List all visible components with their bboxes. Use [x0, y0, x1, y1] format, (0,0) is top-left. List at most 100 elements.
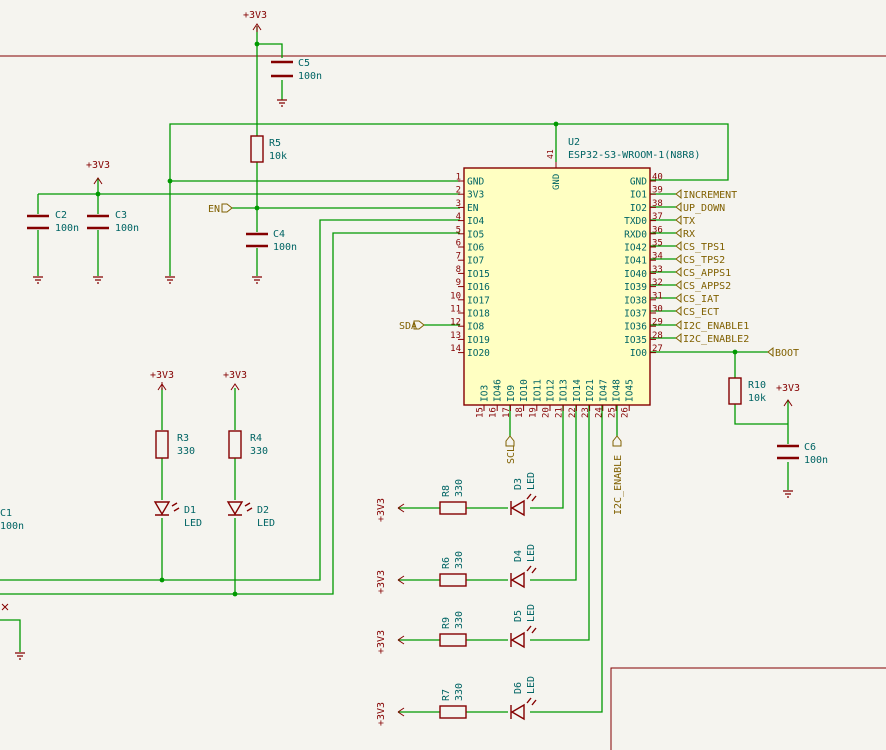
r4-value: 330: [250, 446, 268, 457]
u2-pin-number: 23: [581, 407, 591, 418]
r9-value: 330: [454, 611, 465, 629]
hier-label-cs-iat[interactable]: CS_IAT: [675, 292, 719, 305]
hier-label-tx[interactable]: TX: [675, 214, 695, 227]
power-symbol-3v3-r3: +3V3: [150, 370, 174, 391]
ground-icon: [277, 99, 287, 107]
u2-pin-number: 17: [502, 407, 512, 418]
junction-dot: [232, 591, 238, 597]
hier-label-en[interactable]: EN: [208, 203, 233, 215]
u2-pin-9: 9 IO16: [456, 278, 491, 293]
u2-pin-number: 18: [515, 407, 525, 418]
hier-label-cs-tps2[interactable]: CS_TPS2: [675, 253, 725, 266]
u2-pin-name: IO39: [624, 282, 647, 293]
c2-ref: C2: [55, 210, 67, 221]
junction-dot: [732, 349, 738, 355]
u2-pin-number: 7: [456, 252, 461, 262]
u2-pin-number: 21: [555, 407, 565, 418]
u2-pin-name: IO16: [467, 282, 490, 293]
hier-label-up-down[interactable]: UP_DOWN: [675, 201, 725, 214]
u2-pin-name: IO1: [630, 190, 647, 201]
u2-pin-name: EN: [467, 203, 479, 214]
u2-pin-name: IO11: [532, 379, 543, 402]
hier-label-boot[interactable]: BOOT: [767, 346, 799, 359]
hier-label-i2c-enable[interactable]: I2C_ENABLE: [612, 435, 624, 515]
hier-label-i2c-enable2[interactable]: I2C_ENABLE2: [675, 332, 749, 345]
u2-pin-number: 9: [456, 278, 461, 288]
d6-ref: D6: [513, 682, 524, 694]
u2-pin-name: IO35: [624, 335, 647, 346]
u2-pin-number: 2: [456, 186, 461, 196]
u2-pin-number: 15: [476, 407, 486, 418]
power-symbol-3v3-d5: +3V3: [376, 630, 405, 654]
u2-pin-number: 37: [652, 212, 663, 222]
hier-label-text: SDA: [399, 321, 417, 332]
u2-pin-number: 22: [568, 407, 578, 418]
u2-pin-name: IO40: [624, 269, 647, 280]
u2-pin-number: 29: [652, 318, 663, 328]
d1-led-icon: [153, 501, 180, 516]
r8-value: 330: [454, 479, 465, 497]
hier-label-cs-apps1[interactable]: CS_APPS1: [675, 266, 731, 279]
hier-label-i2c-enable1[interactable]: I2C_ENABLE1: [675, 319, 749, 332]
power-label: +3V3: [223, 370, 247, 381]
title-block-frame: [610, 667, 886, 750]
d2-ref: D2: [257, 505, 269, 516]
d4-led-icon: [510, 565, 537, 589]
d5-ref: D5: [513, 610, 524, 622]
u2-pin-name: GND: [630, 177, 647, 188]
d5-value: LED: [526, 604, 537, 622]
u2-bottom-pins: 15IO316IO4617IO918IO1019IO1120IO1221IO13…: [476, 379, 636, 418]
u2-pin-name: IO45: [625, 379, 636, 402]
u2-pin-number: 39: [652, 186, 663, 196]
u2-pin-number: 3: [456, 199, 461, 209]
u2-ref: U2: [568, 137, 580, 148]
hier-label-text: UP_DOWN: [683, 203, 725, 214]
u2-pin-name: IO13: [559, 379, 570, 402]
junction-dot: [95, 191, 101, 197]
hier-label-text: CS_TPS2: [683, 255, 725, 266]
u2-right-pins: 40GND39IO138IO237TXD036RXD035IO4234IO413…: [624, 173, 663, 360]
hier-label-cs-apps2[interactable]: CS_APPS2: [675, 279, 731, 292]
hier-label-text: CS_ECT: [683, 307, 719, 318]
hier-label-rx[interactable]: RX: [675, 227, 695, 240]
r10-value: 10k: [748, 393, 766, 404]
u2-pin-name: IO42: [624, 243, 647, 254]
junction-dot: [254, 205, 260, 211]
d3-ref: D3: [513, 478, 524, 490]
u2-pin-23: 23 IO21: [581, 379, 596, 418]
hier-label-sda[interactable]: SDA: [399, 320, 425, 332]
r7-ref: R7: [441, 689, 452, 701]
u2-pin-name: IO19: [467, 335, 490, 346]
u2-pin-name: IO17: [467, 295, 490, 306]
hier-label-cs-tps1[interactable]: CS_TPS1: [675, 240, 725, 253]
u2-pin-name: IO4: [467, 216, 484, 227]
r8-ref: R8: [441, 485, 452, 497]
junction-dot: [159, 577, 165, 583]
led-labels: D1 LED D2 LED D3 LED D4 LED D5 LED D6 LE…: [184, 472, 537, 694]
hier-label-text: EN: [208, 204, 220, 215]
hier-label-cs-ect[interactable]: CS_ECT: [675, 305, 719, 318]
hier-label-scl[interactable]: SCL: [505, 435, 517, 464]
u2-value: ESP32-S3-WROOM-1(N8R8): [568, 150, 700, 161]
u2-pin-21: 21 IO13: [555, 379, 570, 418]
u2-pin-name: IO37: [624, 309, 647, 320]
hier-label-text: SCL: [506, 446, 517, 464]
u2-pin-number: 6: [456, 239, 461, 249]
u2-pin-name: IO48: [612, 379, 623, 402]
resistor-bodies: [155, 135, 742, 719]
u2-pin-name: IO21: [585, 379, 596, 402]
hier-label-increment[interactable]: INCREMENT: [675, 188, 737, 201]
